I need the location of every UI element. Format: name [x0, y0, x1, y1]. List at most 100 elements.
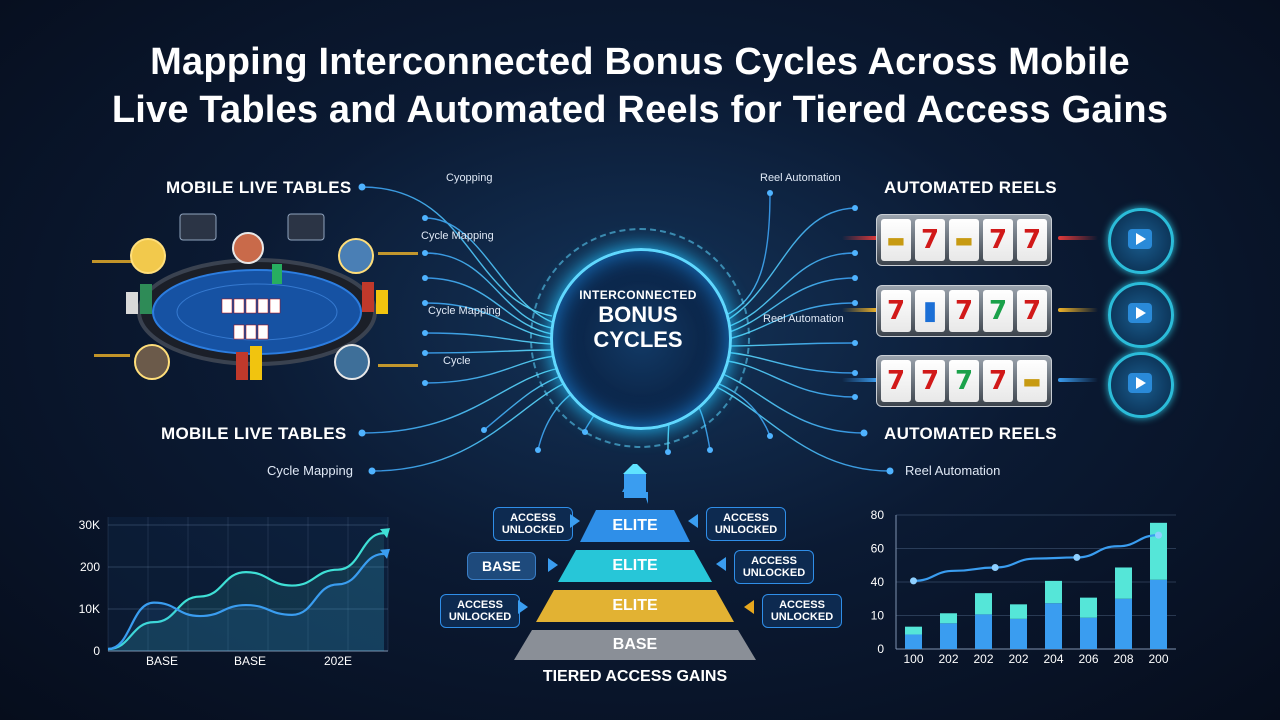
arrow-right-icon: [518, 600, 528, 614]
x-tick-label: 100: [903, 652, 923, 666]
slot-symbol: 7: [983, 219, 1013, 261]
y-tick-label: 40: [871, 575, 885, 589]
bar-upper: [1115, 567, 1132, 599]
access-tag-right-3: ACCESS UNLOCKED: [762, 594, 842, 628]
y-tick-label: 200: [80, 560, 100, 574]
connector-label-left-3: Cycle Mapping: [428, 305, 501, 317]
y-tick-label: 60: [871, 542, 885, 556]
right-bottom-label: Reel Automation: [905, 463, 1001, 478]
bar-upper: [1080, 597, 1097, 618]
arrow-left-icon: [744, 600, 754, 614]
x-tick-label: 202: [973, 652, 993, 666]
bar-upper: [1010, 604, 1027, 619]
slot-symbol: 7: [915, 360, 945, 402]
arrow-right-icon: [570, 514, 580, 528]
speed-streak: [1058, 308, 1098, 312]
series-area: [108, 553, 384, 651]
tier-level-2: ELITE: [612, 557, 658, 574]
x-tick-label: 202: [938, 652, 958, 666]
arrow-left-icon: [716, 557, 726, 571]
overlay-point: [1155, 531, 1162, 539]
bar-lower: [1010, 618, 1027, 649]
connector-label-left-2: Cycle Mapping: [421, 230, 494, 242]
connector-label-right-2: Reel Automation: [763, 313, 844, 325]
access-tag-left-1: ACCESS UNLOCKED: [493, 507, 573, 541]
x-tick-label: 208: [1113, 652, 1133, 666]
connector-label-left-4: Cycle: [443, 355, 471, 367]
series-line: [107, 552, 385, 651]
left-heading-top: MOBILE LIVE TABLES: [166, 178, 352, 197]
tier-level-1: ELITE: [612, 517, 658, 534]
speed-streak: [842, 308, 878, 312]
slot-symbol: ▬: [949, 219, 979, 261]
bar-lower: [1045, 603, 1062, 649]
y-tick-label: 0: [93, 644, 100, 658]
slot-symbol: 7: [1017, 219, 1047, 261]
hub-label: INTERCONNECTED BONUS CYCLES: [550, 288, 726, 352]
speed-streak: [842, 378, 878, 382]
x-tick-label: 200: [1148, 652, 1168, 666]
series-line: [107, 532, 385, 651]
slot-symbol: 7: [915, 219, 945, 261]
access-tag-left-2: BASE: [467, 552, 536, 580]
hub-label-line-3: CYCLES: [593, 327, 683, 352]
bar-lower: [1150, 579, 1167, 649]
x-tick-label: 202E: [324, 654, 352, 668]
bar-upper: [1150, 522, 1167, 580]
title-line-1: Mapping Interconnected Bonus Cycles Acro…: [150, 41, 1130, 83]
connector-label-right-1: Reel Automation: [760, 172, 841, 184]
overlay-point: [910, 577, 917, 585]
slot-symbol: 7: [1017, 290, 1047, 332]
bar-lower: [940, 623, 957, 649]
right-heading-bottom: AUTOMATED REELS: [884, 424, 1057, 443]
speed-streak: [1058, 236, 1098, 240]
pyramid-caption: TIERED ACCESS GAINS: [542, 668, 728, 685]
poker-table-illustration: [92, 213, 418, 380]
y-tick-label: 10K: [79, 602, 100, 616]
arrow-head-icon: [380, 528, 390, 539]
x-tick-label: 206: [1078, 652, 1098, 666]
title-line-2: Live Tables and Automated Reels for Tier…: [111, 89, 1169, 131]
slot-symbol: ▬: [881, 219, 911, 261]
x-tick-label: BASE: [146, 654, 178, 668]
hub-label-line-2: BONUS: [598, 302, 678, 327]
bonus-cycles-hub: [550, 248, 732, 430]
hub-outer-ring: [530, 228, 750, 448]
arrow-head-icon: [380, 548, 390, 559]
slot-reel-row-1: ▬ 7 ▬ 7 7: [876, 214, 1052, 266]
bar-lower: [905, 634, 922, 649]
x-tick-label: 202: [1008, 652, 1028, 666]
arrow-right-icon: [548, 558, 558, 572]
bar-upper: [975, 593, 992, 615]
hub-label-line-1: INTERCONNECTED: [579, 288, 697, 302]
overlay-point: [1073, 553, 1081, 561]
arrow-left-icon: [688, 514, 698, 528]
overlay-line: [913, 534, 1159, 582]
bar-upper: [940, 613, 957, 624]
slot-symbol: 7: [949, 290, 979, 332]
right-heading-top: AUTOMATED REELS: [884, 178, 1057, 197]
tier-pyramid: [514, 464, 756, 660]
access-tag-right-2: ACCESS UNLOCKED: [734, 550, 814, 584]
bar-lower: [1080, 617, 1097, 649]
bar-upper: [1045, 580, 1062, 604]
film-reel-play-icon: [1108, 208, 1174, 274]
slot-symbol: 7: [983, 360, 1013, 402]
slot-symbol: ▮: [915, 290, 945, 332]
bar-upper: [905, 626, 922, 635]
access-tag-right-1: ACCESS UNLOCKED: [706, 507, 786, 541]
left-heading-bottom: MOBILE LIVE TABLES: [161, 424, 347, 443]
page-title: Mapping Interconnected Bonus Cycles Acro…: [0, 38, 1280, 134]
slot-symbol: 7: [881, 290, 911, 332]
series-area: [108, 533, 384, 651]
tier-level-3: ELITE: [612, 597, 658, 614]
slot-symbol: 7: [881, 360, 911, 402]
y-tick-label: 10: [871, 609, 885, 623]
slot-reel-row-3: 7 7 7 7 ▬: [876, 355, 1052, 407]
bar-lower: [975, 614, 992, 649]
x-tick-label: 204: [1043, 652, 1063, 666]
speed-streak: [842, 236, 878, 240]
bar-lower: [1115, 598, 1132, 649]
